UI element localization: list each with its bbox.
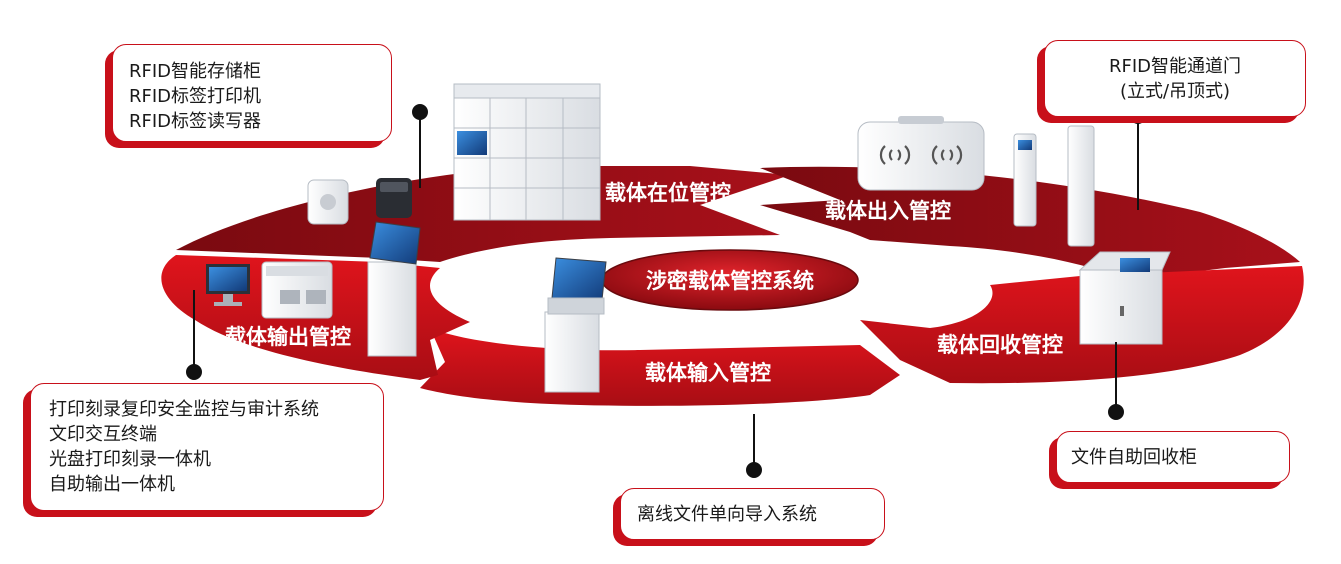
callout-line: 文件自助回收柜 — [1071, 447, 1197, 468]
callout-line: RFID智能存储柜 — [129, 61, 262, 82]
callout-output-devices: 打印刻录复印安全监控与审计系统 文印交互终端 光盘打印刻录一体机 自助输出一体机 — [30, 383, 384, 511]
callout-line: RFID标签读写器 — [129, 111, 262, 132]
monitor-icon — [206, 264, 250, 306]
callout-line: 光盘打印刻录一体机 — [49, 449, 211, 470]
segment-input — [420, 328, 900, 406]
rfid-panel-reader-icon — [857, 116, 985, 191]
self-service-kiosk-icon — [367, 221, 421, 357]
callout-line: RFID智能通道门 — [1108, 56, 1242, 77]
callout-import-system: 离线文件单向导入系统 — [620, 488, 885, 540]
connector-dot — [412, 104, 428, 120]
connector-dot — [746, 462, 762, 478]
recycle-cabinet-icon — [1078, 251, 1171, 345]
rfid-gate-icon — [1013, 125, 1095, 247]
callout-line: 打印刻录复印安全监控与审计系统 — [49, 399, 319, 420]
connector-dot — [1108, 404, 1124, 420]
callout-gate: RFID智能通道门 (立式/吊顶式) — [1044, 40, 1306, 117]
callout-line: 离线文件单向导入系统 — [637, 504, 817, 525]
label-output: 载体输出管控 — [225, 325, 351, 349]
callout-line: (立式/吊顶式) — [1119, 81, 1231, 102]
label-in-place: 载体在位管控 — [605, 181, 731, 205]
center-title: 涉密载体管控系统 — [646, 269, 814, 293]
rfid-tag-reader-icon — [307, 179, 349, 225]
label-input: 载体输入管控 — [645, 361, 771, 385]
input-kiosk-icon — [544, 257, 607, 393]
disc-printer-icon — [261, 261, 333, 319]
callout-line: 文印交互终端 — [49, 424, 157, 445]
connector-dot — [186, 364, 202, 380]
label-recycle: 载体回收管控 — [937, 333, 1063, 357]
callout-recycle-cabinet: 文件自助回收柜 — [1056, 431, 1290, 483]
rfid-smart-cabinet-icon — [453, 83, 601, 221]
callout-line: RFID标签打印机 — [129, 86, 262, 107]
rfid-label-printer-icon — [376, 178, 412, 218]
label-entry-exit: 载体出入管控 — [825, 199, 951, 223]
callout-storage-devices: RFID智能存储柜 RFID标签打印机 RFID标签读写器 — [112, 44, 392, 142]
callout-line: 自助输出一体机 — [49, 474, 175, 495]
